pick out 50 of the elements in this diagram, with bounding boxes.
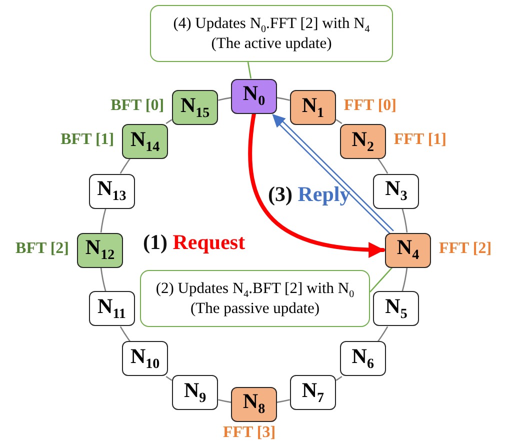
ring-line [276, 97, 290, 101]
node-box: N$_{5}$ [373, 291, 420, 326]
ring-line [166, 376, 172, 381]
callout-bubble [150, 5, 393, 62]
ring-line [276, 399, 290, 403]
ring-line [120, 158, 130, 174]
finger-table-label: FFT [3] [223, 424, 276, 442]
backward-finger-node-box: N$_{15}$ [172, 90, 218, 126]
ring-line [166, 119, 172, 124]
ring-line [218, 399, 232, 403]
request-arrow [248, 112, 385, 258]
node-box: N$_{7}$ [290, 374, 336, 410]
ring-line [100, 208, 106, 233]
leader-line [247, 62, 252, 79]
backward-finger-node-box: N$_{14}$ [122, 124, 168, 159]
ring-line [336, 119, 342, 124]
node-box: N$_{9}$ [172, 374, 218, 410]
edge-label: (1) Request [143, 230, 246, 255]
ring-line [402, 208, 408, 233]
active-node-box: N$_{0}$ [231, 78, 277, 114]
node-box: N$_{6}$ [340, 341, 386, 376]
callout-text: (2) Updates N$_{4}$.BFT [2] with N$_{0}$ [156, 278, 354, 298]
node-box: N$_{11}$ [88, 291, 135, 326]
callout-text: (4) Updates N$_{0}$.FFT [2] with N$_{4}$ [173, 14, 370, 34]
ring-line [120, 326, 130, 342]
edge-label: (3) Reply [268, 182, 350, 207]
finger-table-label: FFT [2] [439, 240, 492, 258]
finger-table-label: FFT [1] [394, 130, 446, 149]
ring-line [100, 267, 106, 292]
node-box: N$_{3}$ [373, 174, 420, 209]
reply-arrow [272, 114, 394, 235]
ring-line [336, 376, 342, 381]
finger-node-box: N$_{4}$ [385, 232, 431, 268]
node-box: N$_{10}$ [122, 341, 168, 376]
callout-text: (The passive update) [190, 298, 320, 318]
finger-node-box: N$_{1}$ [290, 90, 336, 126]
ring-line [218, 97, 232, 101]
backward-finger-node-box: N$_{12}$ [77, 232, 123, 268]
finger-table-label: BFT [1] [60, 130, 114, 149]
callout-bubble [140, 270, 370, 327]
finger-table-label: BFT [2] [16, 240, 69, 258]
callout-text: (The active update) [211, 34, 332, 54]
ring-line [402, 267, 408, 292]
finger-node-box: N$_{8}$ [231, 386, 277, 422]
finger-table-label: BFT [0] [110, 97, 164, 116]
ring-line [378, 158, 388, 174]
node-box: N$_{13}$ [88, 174, 135, 209]
ring-line [378, 326, 388, 342]
finger-node-box: N$_{2}$ [340, 124, 386, 159]
finger-table-label: FFT [0] [344, 97, 397, 116]
